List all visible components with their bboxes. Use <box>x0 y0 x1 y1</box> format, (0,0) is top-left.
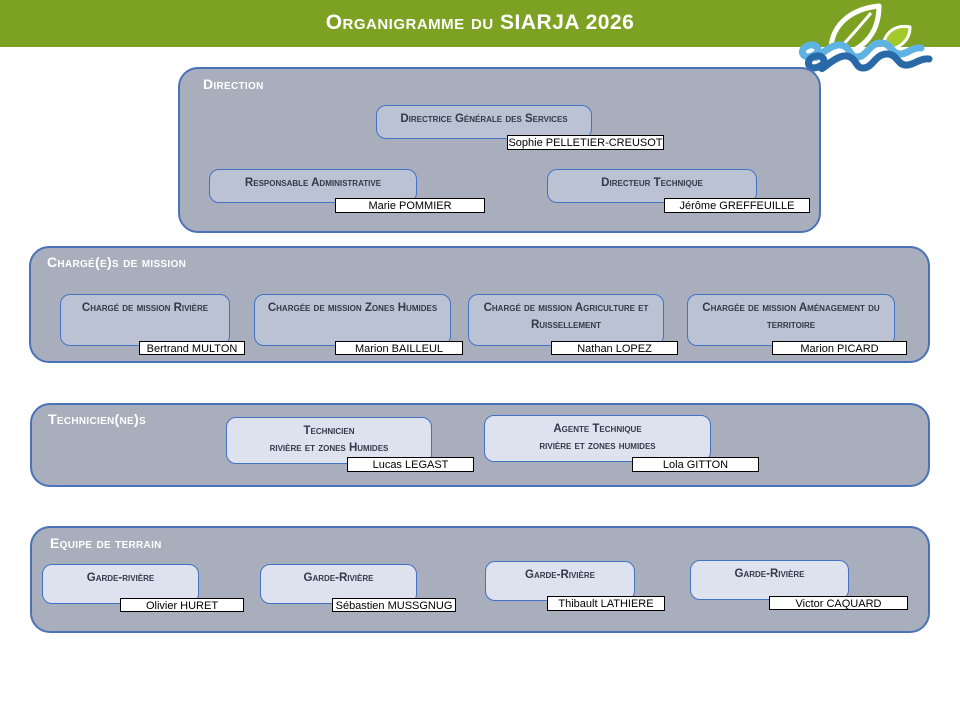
job-subtitle: rivière et zones humides <box>539 439 656 452</box>
job-box-chargee-mission-amenagement-territoire: Chargée de mission Aménagement du territ… <box>687 294 895 346</box>
section-charges-de-mission: Chargé(e)s de mission Chargé de mission … <box>29 246 930 363</box>
section-equipe-de-terrain: Equipe de terrain Garde-rivière Olivier … <box>30 526 930 633</box>
section-direction-label: Direction <box>203 76 264 92</box>
name-plate-marie-pommier: Marie POMMIER <box>335 198 485 213</box>
job-title: Directrice Générale des Services <box>400 113 568 125</box>
job-box-garde-riviere-3: Garde-Rivière <box>485 561 635 601</box>
job-title: Chargé de mission Agriculture et Ruissel… <box>483 302 649 331</box>
job-title: Chargé de mission Rivière <box>81 302 209 314</box>
name-plate-jerome-greffeuille: Jérôme GREFFEUILLE <box>664 198 810 213</box>
name-plate-nathan-lopez: Nathan LOPEZ <box>551 341 678 355</box>
job-subtitle: rivière et zones Humides <box>269 441 389 454</box>
job-box-directrice-generale: Directrice Générale des Services <box>376 105 592 139</box>
name-plate-lucas-legast: Lucas LEGAST <box>347 457 474 472</box>
job-box-responsable-administrative: Responsable Administrative <box>209 169 417 203</box>
job-title: Responsable Administrative <box>244 177 382 189</box>
name-plate-marion-bailleul: Marion BAILLEUL <box>335 341 463 355</box>
job-box-technicien-riviere-zones-humides: Technicien rivière et zones Humides <box>226 417 432 464</box>
job-box-charge-mission-agriculture-ruissellement: Chargé de mission Agriculture et Ruissel… <box>468 294 664 346</box>
title-bar: Organigramme du SIARJA 2026 <box>0 0 960 47</box>
job-box-chargee-mission-zones-humides: Chargée de mission Zones Humides <box>254 294 451 346</box>
siarja-logo <box>799 3 933 72</box>
name-plate-bertrand-multon: Bertrand MULTON <box>139 341 245 355</box>
job-title: Directeur Technique <box>601 177 703 189</box>
name-plate-marion-picard: Marion PICARD <box>772 341 907 355</box>
name-plate-olivier-huret: Olivier HURET <box>120 598 244 612</box>
wave-light-icon <box>799 39 925 61</box>
job-title: Garde-Rivière <box>303 572 374 584</box>
job-title: Technicien <box>303 425 355 437</box>
section-charges-label: Chargé(e)s de mission <box>47 254 187 270</box>
job-box-directeur-technique: Directeur Technique <box>547 169 757 203</box>
job-title: Garde-Rivière <box>525 569 595 581</box>
job-title: Agente Technique <box>553 423 642 435</box>
job-box-charge-mission-riviere: Chargé de mission Rivière <box>60 294 230 346</box>
name-plate-victor-caquard: Victor CAQUARD <box>769 596 908 610</box>
name-plate-sebastien-mussgnug: Sébastien MUSSGNUG <box>332 598 456 612</box>
job-box-garde-riviere-4: Garde-Rivière <box>690 560 849 600</box>
name-plate-thibault-lathiere: Thibault LATHIERE <box>547 596 665 611</box>
job-box-garde-riviere-2: Garde-Rivière <box>260 564 417 604</box>
job-title: Garde-rivière <box>86 572 155 584</box>
name-plate-sophie-pelletier-creusot: Sophie PELLETIER-CREUSOT <box>507 135 664 150</box>
wave-dark-icon <box>805 50 933 72</box>
name-plate-lola-gitton: Lola GITTON <box>632 457 759 472</box>
page-title: Organigramme du SIARJA 2026 <box>325 11 635 34</box>
job-title: Garde-Rivière <box>734 568 805 580</box>
job-title: Chargée de mission Aménagement du territ… <box>702 302 880 331</box>
section-techniciens-label: Technicien(ne)s <box>48 411 146 427</box>
section-equipe-label: Equipe de terrain <box>50 535 162 551</box>
job-title: Chargée de mission Zones Humides <box>267 302 438 314</box>
section-direction: Direction Directrice Générale des Servic… <box>178 67 821 233</box>
section-techniciens: Technicien(ne)s Technicien rivière et zo… <box>30 403 930 487</box>
job-box-agente-technique-riviere-zones-humides: Agente Technique rivière et zones humide… <box>484 415 711 462</box>
